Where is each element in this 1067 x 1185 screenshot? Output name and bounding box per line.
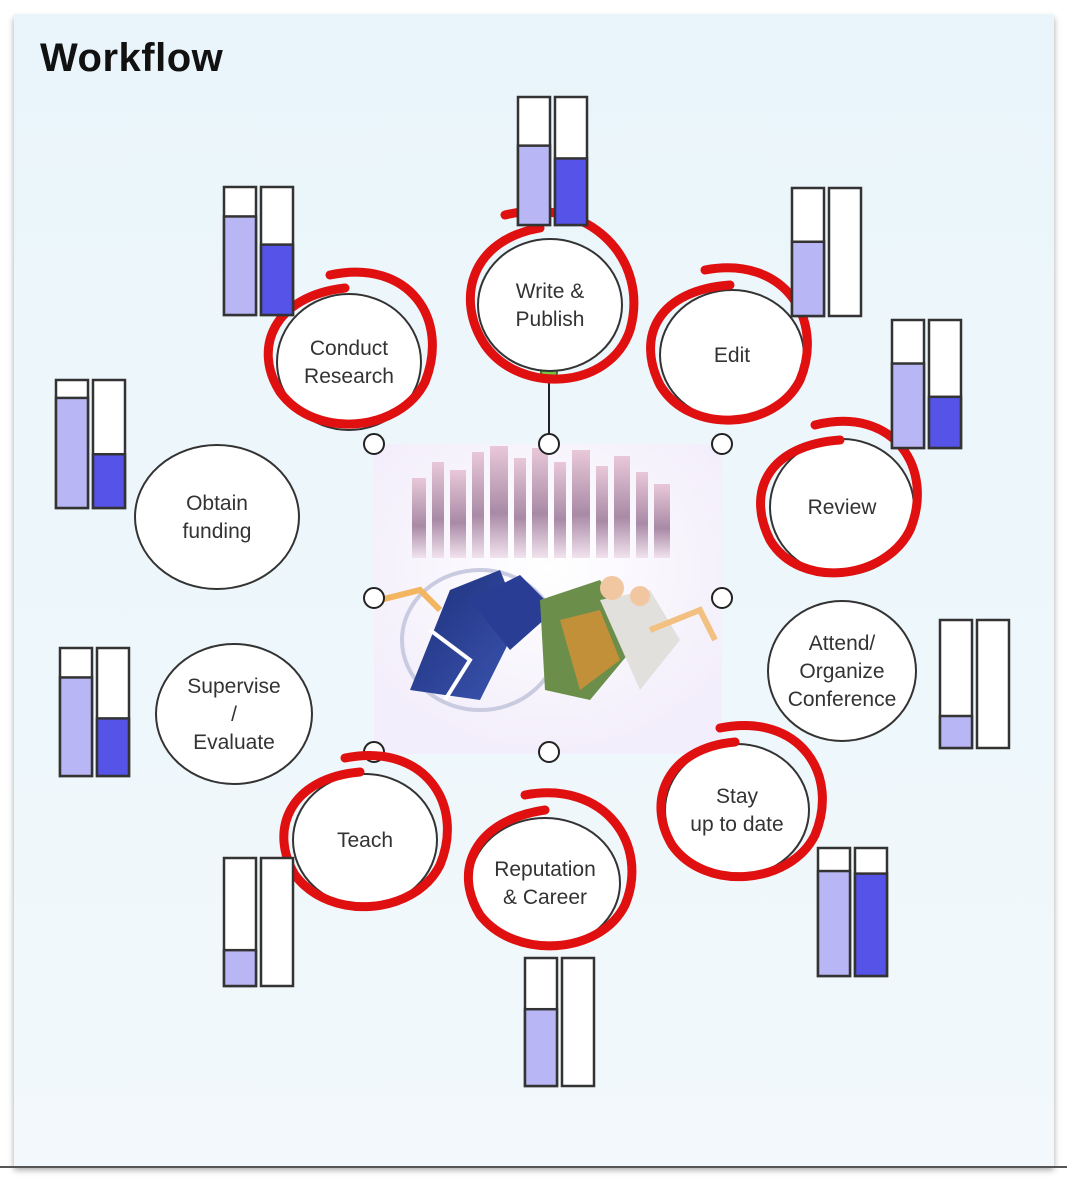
meter-fill [95, 717, 131, 778]
meter-review [890, 318, 963, 450]
resize-handle-right[interactable] [711, 587, 733, 609]
center-clipart-image[interactable] [363, 363, 733, 763]
red-highlight-circle [263, 267, 437, 429]
node-label: Reputation [494, 858, 596, 881]
node-label: Conduct [310, 337, 388, 360]
node-obtain-funding[interactable]: Obtain funding [134, 444, 300, 590]
meter-fill [58, 676, 94, 778]
meter-fill [790, 240, 826, 318]
resize-handle-bottom[interactable] [538, 741, 560, 763]
meter-obtain-funding [54, 378, 127, 510]
meter-fill [259, 243, 295, 317]
meter-reputation-career [523, 956, 596, 1088]
node-stay-up-to-date[interactable]: Stay up to date [656, 721, 827, 882]
node-circle [767, 600, 917, 742]
meter-teach [222, 856, 295, 988]
meter-fill [523, 1007, 559, 1088]
meter-supervise-evaluate [58, 646, 131, 778]
node-circle [134, 444, 300, 590]
red-highlight-circle [279, 751, 452, 912]
meter-fill [938, 714, 974, 750]
node-circle [155, 643, 313, 785]
meter-attend-organize-conference [938, 618, 1011, 750]
meter-fill [927, 395, 963, 450]
red-highlight-circle [646, 263, 812, 425]
resize-handle-top-left[interactable] [363, 433, 385, 455]
node-label: Research [304, 365, 394, 388]
node-label: Teach [337, 829, 393, 852]
meter-write-publish [516, 95, 589, 227]
meter-bar-dark [975, 618, 1011, 750]
meter-fill [816, 869, 852, 978]
node-label: Evaluate [193, 731, 275, 754]
meter-stay-up-to-date [816, 846, 889, 978]
node-label: Supervise [187, 675, 280, 698]
node-write-publish[interactable]: Write & Publish [466, 206, 639, 384]
meter-bar-dark [560, 956, 596, 1088]
node-circle [276, 293, 422, 431]
meter-fill [553, 157, 589, 227]
meter-fill [222, 215, 258, 317]
node-label: Conference [788, 688, 897, 711]
node-label: Stay [716, 785, 759, 808]
node-teach[interactable]: Teach [279, 751, 452, 912]
red-highlight-circle [656, 721, 827, 882]
resize-handle-top-right[interactable] [711, 433, 733, 455]
meter-fill [54, 396, 90, 510]
meter-bar-dark [259, 856, 295, 988]
node-label: & Career [503, 886, 587, 909]
progress-meters [54, 95, 1011, 1088]
workflow-nodes: Write &PublishEditReviewAttend/OrganizeC… [134, 206, 922, 951]
node-supervise-evaluate[interactable]: Supervise / Evaluate [155, 643, 313, 785]
node-label: funding [183, 520, 252, 543]
node-label: Publish [516, 308, 585, 331]
red-highlight-circle [466, 206, 639, 384]
node-reputation-career[interactable]: Reputation & Career [463, 788, 637, 951]
node-label: Organize [799, 660, 884, 683]
node-label: Review [808, 496, 878, 519]
meter-fill [516, 144, 552, 227]
resize-handle-left[interactable] [363, 587, 385, 609]
node-label: Edit [714, 344, 750, 367]
meter-fill [853, 872, 889, 978]
slide-bottom-edge [0, 1166, 1067, 1168]
meter-conduct-research [222, 185, 295, 317]
node-label: Write & [516, 280, 584, 303]
meter-bar-dark [827, 186, 863, 318]
slide-title: Workflow [40, 36, 224, 80]
node-circle [477, 238, 623, 372]
red-highlight-circle [463, 788, 637, 951]
meter-fill [91, 452, 127, 510]
node-label: Attend/ [809, 632, 876, 655]
city-towers-illustration [412, 446, 670, 558]
meter-fill [222, 948, 258, 988]
meter-edit [790, 186, 863, 318]
meter-fill [890, 362, 926, 450]
node-label: Obtain [186, 492, 248, 515]
node-label: up to date [690, 813, 783, 836]
resize-handle-top[interactable] [538, 433, 560, 455]
node-label: / [231, 703, 237, 726]
runners-illustration [379, 568, 718, 712]
node-edit[interactable]: Edit [646, 263, 812, 425]
